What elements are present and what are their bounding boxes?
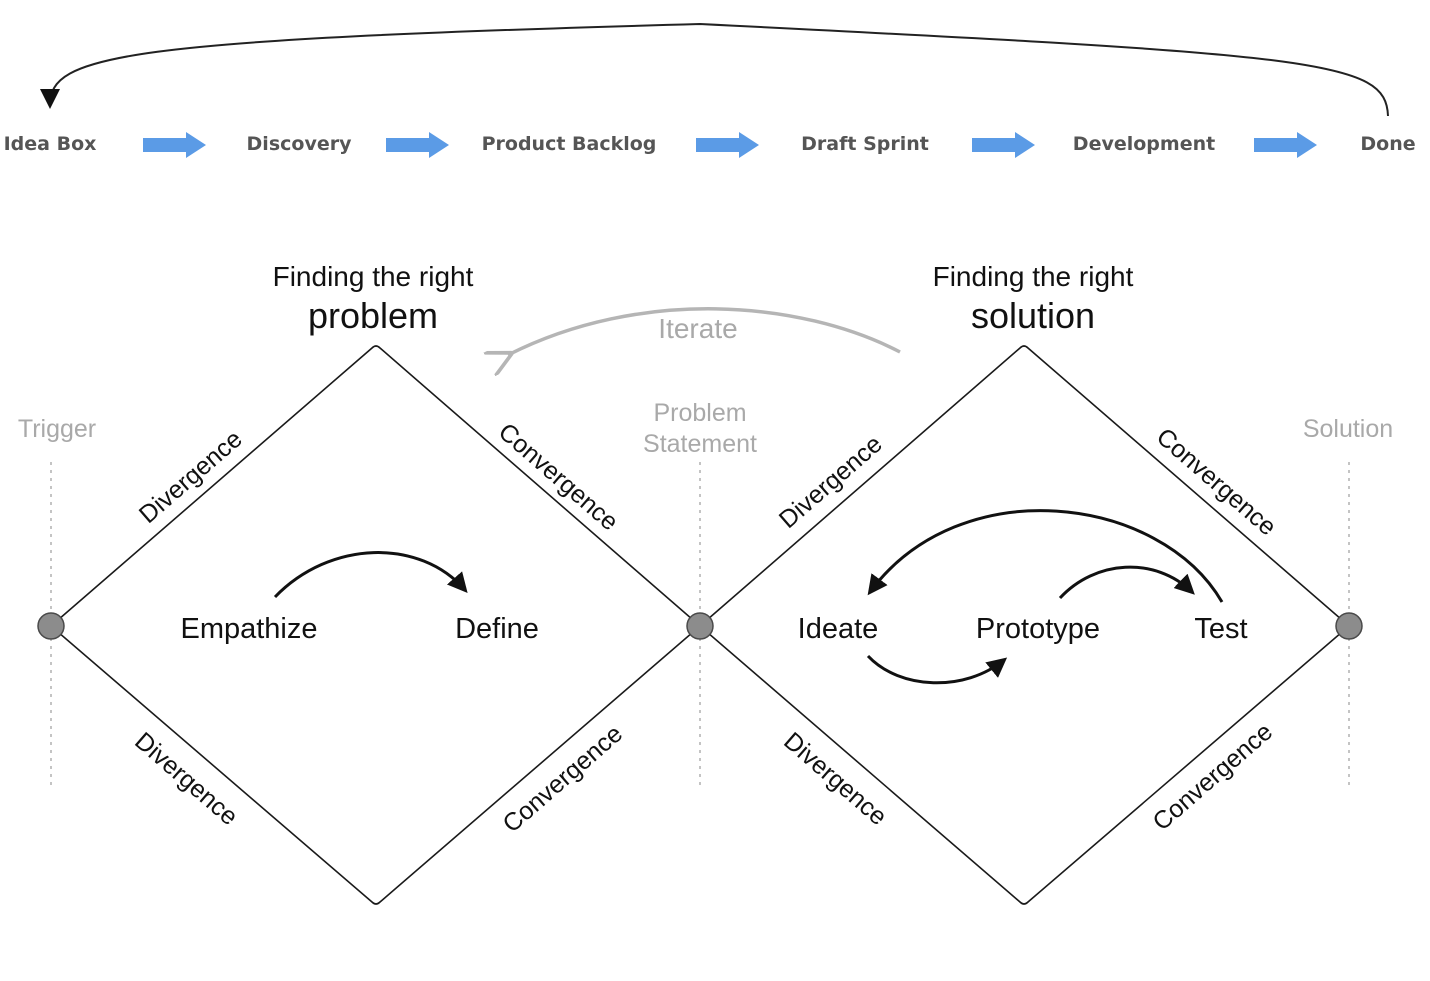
pipeline: Idea Box Discovery Product Backlog Draft…	[4, 22, 1416, 158]
solution-title-line1: Finding the right	[933, 261, 1134, 292]
problem-statement-label-line1: Problem	[653, 399, 746, 427]
iterate-label: Iterate	[658, 313, 737, 344]
stage-product-backlog: Product Backlog	[482, 133, 657, 155]
trigger-node	[37, 612, 65, 640]
problem-title-line2: problem	[308, 295, 438, 336]
pipeline-arrow-3	[696, 132, 759, 158]
pipeline-arrow-5	[1254, 132, 1317, 158]
stage-define: Define	[455, 613, 539, 645]
problem-diamond	[49, 345, 702, 905]
stage-development: Development	[1073, 133, 1215, 155]
problem-statement-node	[686, 612, 714, 640]
solution-upper-right-label: Convergence	[1151, 423, 1282, 542]
stage-empathize: Empathize	[180, 613, 317, 645]
test-to-ideate-arrow	[867, 509, 1224, 603]
problem-statement-label-line2: Statement	[643, 430, 757, 458]
solution-title-line2: solution	[971, 295, 1095, 336]
stage-done: Done	[1360, 133, 1415, 155]
solution-node	[1335, 612, 1363, 640]
stage-test: Test	[1194, 613, 1247, 645]
problem-upper-right-label: Convergence	[493, 418, 624, 537]
iterate-arrow	[508, 307, 901, 355]
problem-upper-left-label: Divergence	[134, 425, 248, 529]
pipeline-arrow-2	[386, 132, 449, 158]
pipeline-arrow-4	[972, 132, 1035, 158]
pipeline-arrows	[143, 132, 1317, 158]
solution-upper-left-label: Divergence	[774, 430, 888, 534]
loop-back-arrow	[40, 22, 1389, 117]
stage-prototype: Prototype	[976, 613, 1100, 645]
empathize-to-define-arrow	[273, 551, 468, 599]
milestone-lines	[50, 462, 1350, 790]
pipeline-arrow-1	[143, 132, 206, 158]
solution-lower-right-label: Convergence	[1147, 718, 1278, 837]
problem-lower-right-label: Convergence	[497, 720, 628, 839]
solution-label: Solution	[1303, 415, 1393, 443]
stage-draft-sprint: Draft Sprint	[801, 133, 929, 155]
prototype-to-test-arrow	[1058, 565, 1195, 600]
stage-ideate: Ideate	[798, 613, 879, 645]
trigger-label: Trigger	[18, 415, 96, 443]
problem-title-line1: Finding the right	[273, 261, 474, 292]
stage-idea-box: Idea Box	[4, 133, 97, 155]
stage-discovery: Discovery	[247, 133, 353, 155]
ideate-to-prototype-arrow	[866, 654, 1008, 685]
